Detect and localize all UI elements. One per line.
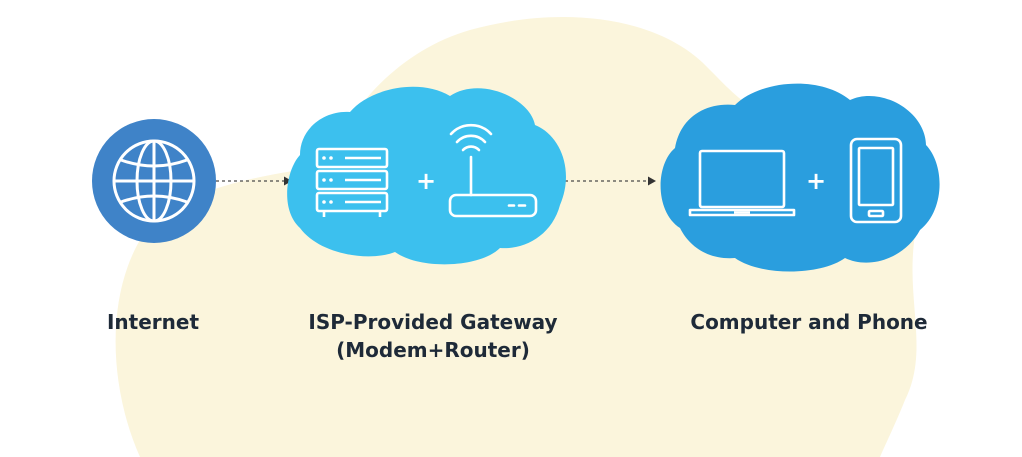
smartphone-icon: [849, 137, 903, 224]
gateway-plus: +: [416, 167, 436, 195]
gateway-label-line2: (Modem+Router): [336, 338, 530, 362]
globe-icon: [112, 139, 196, 223]
laptop-icon: [688, 149, 796, 217]
devices-label: Computer and Phone: [676, 308, 942, 336]
gateway-label: ISP-Provided Gateway (Modem+Router): [292, 308, 574, 364]
devices-cloud: [660, 83, 940, 272]
edge-gateway-devices: [565, 176, 656, 186]
server-icon: [315, 147, 389, 217]
internet-node: [92, 119, 216, 243]
devices-node: +: [660, 83, 940, 272]
gateway-label-line1: ISP-Provided Gateway: [308, 310, 558, 334]
wifi-router-icon: [448, 123, 538, 218]
gateway-node: +: [287, 86, 566, 265]
gateway-cloud: [287, 86, 566, 265]
internet-label-text: Internet: [106, 310, 200, 334]
devices-label-text: Computer and Phone: [690, 310, 928, 334]
server-icon-leds: [322, 156, 333, 204]
edge-internet-gateway: [216, 176, 292, 186]
devices-plus: +: [806, 167, 826, 195]
internet-label: Internet: [93, 308, 213, 336]
